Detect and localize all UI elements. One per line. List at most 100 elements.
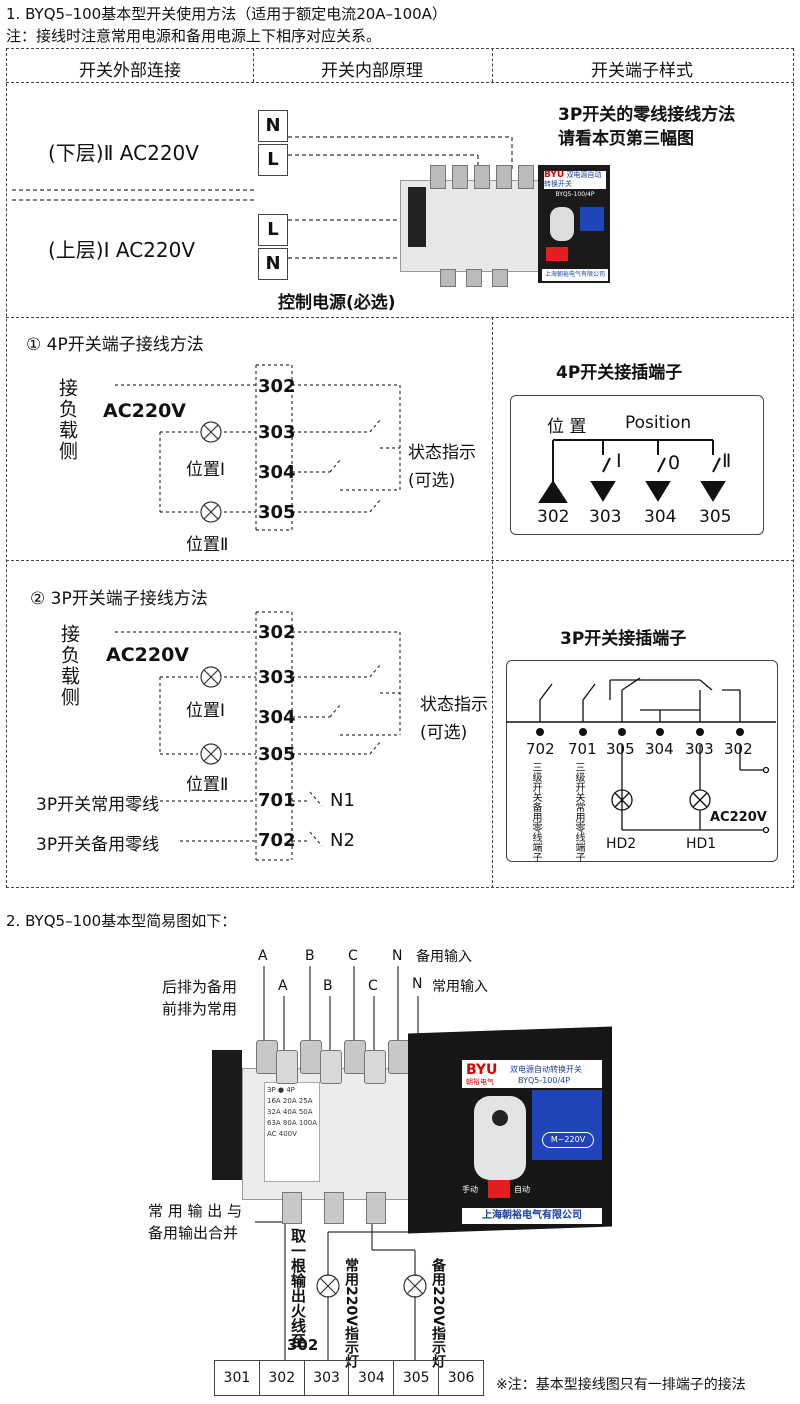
- terminal-n-lower: N: [258, 110, 288, 142]
- panel-3p-vert-backup-neutral: 三级开关备用零线端子: [530, 762, 541, 862]
- row3-term-305: 305: [258, 744, 296, 765]
- panel-4p-term-302: 302: [537, 507, 570, 527]
- neutral-note-line1: 3P开关的零线接线方法: [558, 105, 736, 125]
- merge-label-1: 常 用 输 出 与: [148, 1202, 243, 1220]
- lower-source-label: (下层)Ⅱ AC220V: [48, 141, 199, 165]
- terminal-strip: 301 302 303 304 305 306: [214, 1360, 484, 1396]
- row3-term-702: 702: [258, 830, 296, 851]
- col-header-external: 开关外部连接: [79, 61, 181, 81]
- device-brand-cn-large: 朝裕电气: [466, 1078, 494, 1086]
- col-divider-c: [492, 317, 493, 888]
- row2-term-302: 302: [258, 376, 296, 397]
- panel-3p-term-304: 304: [645, 740, 674, 758]
- strip-term-302: 302: [260, 1361, 305, 1395]
- lamp-backup-label: 备用220V指示灯: [430, 1258, 446, 1369]
- phase-back-b: B: [305, 948, 315, 964]
- row3-position2: 位置Ⅱ: [186, 775, 229, 795]
- col-divider-b: [492, 48, 493, 82]
- row3-ac-label: AC220V: [106, 644, 190, 666]
- strip-term-303: 303: [305, 1361, 350, 1395]
- row2-title: ① 4P开关端子接线方法: [26, 335, 204, 355]
- row2-ac-label: AC220V: [103, 400, 187, 422]
- panel-3p-vert-common-neutral: 三级开关常用零线端子: [573, 762, 584, 862]
- panel-3p-ac: AC220V: [710, 810, 767, 825]
- panel-4p-term-303: 303: [589, 507, 622, 527]
- table-header-divider: [6, 82, 794, 83]
- row3-n2: N2: [330, 830, 355, 851]
- strip-term-304: 304: [349, 1361, 395, 1395]
- row3-position1: 位置Ⅰ: [186, 701, 226, 721]
- panel-3p-title: 3P开关接插端子: [560, 629, 687, 649]
- row3-term-303: 303: [258, 667, 296, 688]
- col-divider-a: [253, 48, 254, 82]
- footnote: ※注：基本型接线图只有一排端子的接法: [496, 1377, 746, 1393]
- col-header-internal: 开关内部原理: [321, 61, 423, 81]
- phase-front-a: A: [278, 978, 288, 994]
- phase-back-c: C: [348, 948, 358, 964]
- panel-3p-hd1: HD1: [686, 836, 717, 852]
- panel-4p-mark-1: Ⅰ: [616, 450, 622, 472]
- panel-3p-term-701: 701: [568, 740, 597, 758]
- doc-title: 1. BYQ5–100基本型开关使用方法（适用于额定电流20A–100A）: [6, 5, 447, 23]
- device-company-small: 上海朝裕电气有限公司: [542, 269, 608, 281]
- front-row-label: 前排为常用: [162, 1000, 238, 1018]
- row3-n1: N1: [330, 790, 355, 811]
- row3-term-302: 302: [258, 622, 296, 643]
- device-brand-large: BYU: [466, 1062, 498, 1078]
- strip-term-301: 301: [215, 1361, 260, 1395]
- backup-input-label: 备用输入: [416, 949, 472, 965]
- strip-term-305: 305: [394, 1361, 440, 1395]
- device-voltage-badge: M~220V: [542, 1132, 594, 1148]
- row2-term-305: 305: [258, 502, 296, 523]
- panel-4p-position-cn: 位 置: [547, 417, 587, 437]
- row-divider-1: [6, 317, 794, 318]
- terminal-l-lower: L: [258, 144, 288, 176]
- device-auto-label: 自动: [514, 1185, 530, 1194]
- col-header-terminal: 开关端子样式: [591, 61, 693, 81]
- section2-title: 2. BYQ5–100基本型简易图如下：: [6, 912, 237, 930]
- row3-neutral-backup: 3P开关备用零线: [36, 835, 160, 855]
- wiring-table: [6, 48, 794, 888]
- row2-position2: 位置Ⅱ: [186, 535, 229, 555]
- common-input-label: 常用输入: [432, 979, 488, 995]
- panel-3p-hd2: HD2: [606, 836, 637, 852]
- row2-optional-label: (可选): [408, 471, 456, 491]
- back-row-label: 后排为备用: [162, 978, 238, 996]
- device-title-large: 双电源自动转换开关: [510, 1065, 582, 1074]
- phase-back-n: N: [392, 948, 403, 964]
- device-model-small: BYQ5-100/4P: [555, 191, 595, 198]
- row3-neutral-common: 3P开关常用零线: [36, 795, 160, 815]
- row3-status-label: 状态指示: [420, 695, 488, 715]
- panel-3p-term-305: 305: [606, 740, 635, 758]
- lamp-common-label: 常用220V指示灯: [343, 1258, 359, 1369]
- panel-3p-term-303: 303: [685, 740, 714, 758]
- doc-note: 注：接线时注意常用电源和备用电源上下相序对应关系。: [6, 27, 382, 45]
- phase-front-b: B: [323, 978, 333, 994]
- row2-position1: 位置Ⅰ: [186, 460, 226, 480]
- row3-term-304: 304: [258, 707, 296, 728]
- control-power-label: 控制电源(必选): [278, 293, 396, 313]
- panel-3p-term-302: 302: [724, 740, 753, 758]
- device-brand-small: BYU: [544, 170, 565, 180]
- terminal-n-upper: N: [258, 248, 288, 280]
- panel-4p-term-304: 304: [644, 507, 677, 527]
- row3-load-side-label: 接负载侧: [58, 624, 80, 708]
- row2-term-303: 303: [258, 422, 296, 443]
- device-model-large: BYQ5-100/4P: [518, 1076, 571, 1085]
- upper-source-label: (上层)Ⅰ AC220V: [48, 238, 196, 262]
- row3-title: ② 3P开关端子接线方法: [30, 589, 208, 609]
- ats-device-image-small: BYU 双电源自动转换开关 BYQ5-100/4P 上海朝裕电气有限公司: [400, 165, 610, 287]
- phase-front-c: C: [368, 978, 378, 994]
- phase-front-n: N: [412, 976, 423, 992]
- terminal-l-upper: L: [258, 214, 288, 246]
- row3-optional-label: (可选): [420, 723, 468, 743]
- panel-4p-position-en: Position: [625, 413, 692, 433]
- device-manual-label: 手动: [462, 1185, 478, 1194]
- row3-term-701: 701: [258, 790, 296, 811]
